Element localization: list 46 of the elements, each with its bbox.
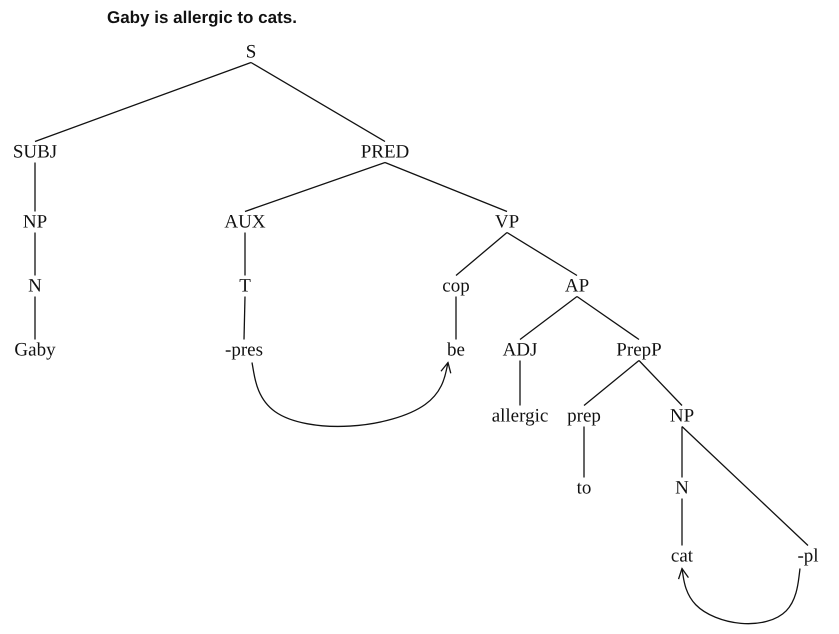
tree-branch: [250, 62, 386, 142]
tree-node-label: cat: [670, 546, 694, 566]
tree-node-label: Gaby: [14, 340, 56, 360]
tree-node-label: NP: [22, 212, 48, 232]
tree-branch: [244, 232, 246, 276]
tree-node-label: N: [675, 478, 689, 498]
tree-node-label: VP: [494, 212, 520, 232]
tree-branch: [455, 296, 457, 340]
curved-arrow: [251, 362, 452, 428]
tree-branch: [34, 62, 252, 142]
tree-branch: [244, 162, 386, 212]
tree-node-label: AUX: [224, 212, 266, 232]
tree-branch: [576, 296, 640, 340]
tree-branch: [638, 360, 682, 406]
tree-node-label: to: [576, 478, 592, 498]
tree-node-label: AP: [564, 276, 590, 296]
tree-branch: [506, 232, 578, 276]
tree-branch: [34, 232, 36, 276]
tree-node-label: be: [447, 340, 465, 360]
tree-branch: [456, 232, 508, 276]
tree-node-label: prep: [567, 406, 601, 426]
curved-arrow: [678, 568, 801, 624]
tree-branch: [584, 360, 640, 406]
tree-node-label: SUBJ: [12, 142, 58, 162]
tree-branch: [34, 296, 36, 340]
tree-node-label: N: [28, 276, 42, 296]
tree-node-label: T: [239, 276, 251, 296]
title: Gaby is allergic to cats.: [107, 8, 297, 28]
tree-branch: [384, 162, 508, 212]
tree-node-label: PRED: [360, 142, 410, 162]
tree-branch: [34, 162, 36, 212]
tree-branch: [681, 426, 683, 478]
tree-branch: [681, 498, 683, 546]
tree-branch: [243, 296, 246, 340]
tree-node-label: S: [246, 42, 256, 62]
tree-node-label: allergic: [492, 406, 548, 426]
tree-node-label: ADJ: [502, 340, 538, 360]
tree-branch: [519, 360, 521, 406]
tree-node-label: PrepP: [616, 340, 662, 360]
tree-branch: [520, 296, 578, 340]
tree-node-label: NP: [670, 406, 694, 426]
tree-branch: [583, 426, 585, 478]
tree-node-label: -pres: [225, 340, 263, 360]
tree-node-label: cop: [442, 276, 470, 296]
tree-node-label: -pl: [797, 546, 819, 566]
tree-branch: [682, 426, 808, 546]
